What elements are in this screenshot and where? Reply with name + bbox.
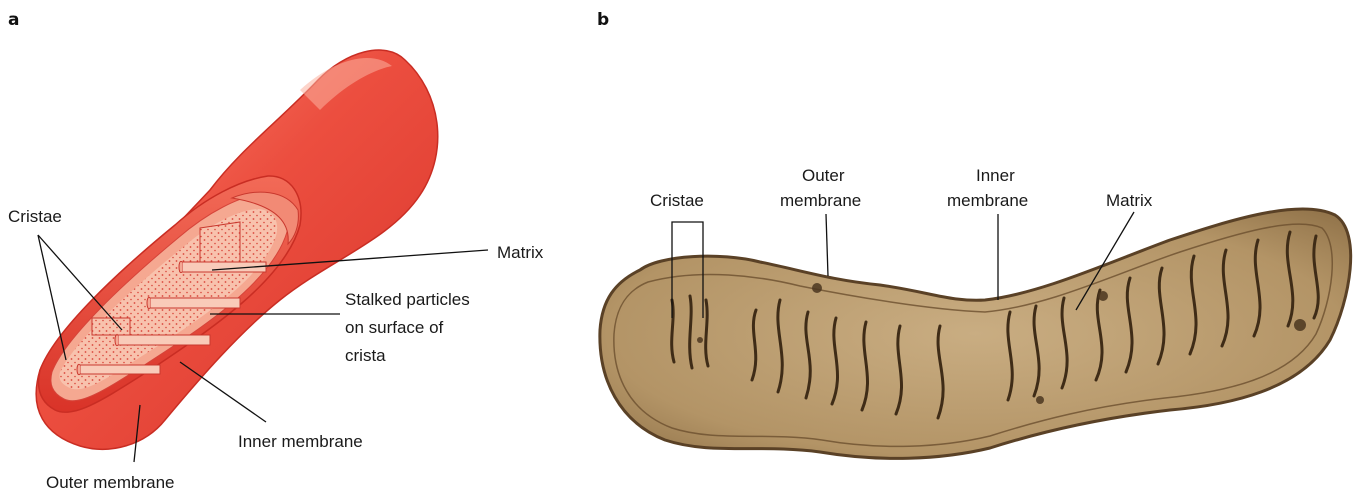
label-outer-b-line2: membrane [780, 191, 861, 210]
panel-letter-b: b [597, 10, 609, 30]
label-inner-membrane-a: Inner membrane [238, 432, 363, 451]
label-stalked-line2: on surface of [345, 318, 444, 337]
label-cristae-b: Cristae [650, 191, 704, 210]
label-inner-b-line1: Inner [976, 166, 1015, 185]
mitochondrion-illustration [36, 50, 438, 449]
electron-micrograph [600, 209, 1351, 458]
panel-letter-a: a [8, 10, 19, 30]
label-cristae-a: Cristae [8, 207, 62, 226]
micrograph-body [600, 209, 1351, 458]
label-stalked-line1: Stalked particles [345, 290, 470, 309]
label-inner-b-line2: membrane [947, 191, 1028, 210]
label-matrix-b: Matrix [1106, 191, 1153, 210]
label-stalked-line3: crista [345, 346, 386, 365]
label-outer-membrane-a: Outer membrane [46, 473, 175, 492]
label-outer-b-line1: Outer [802, 166, 845, 185]
label-matrix-a: Matrix [497, 243, 544, 262]
